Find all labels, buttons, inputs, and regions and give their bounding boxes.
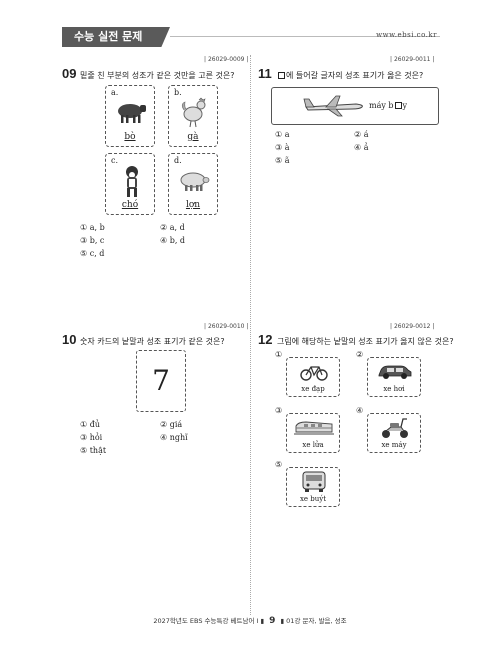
card-letter: d. (174, 156, 182, 165)
item-label: xe lửa (302, 441, 324, 449)
question-text: 숫자 카드의 낱말과 성조 표기가 같은 것은? (80, 337, 225, 346)
question-code: | 26029-0011 | (390, 56, 435, 63)
card-word: gà (187, 132, 199, 142)
question-text: 에 들어갈 글자의 성조 표기가 옳은 것은? (277, 70, 423, 81)
cow-icon (118, 104, 146, 123)
choice-4[interactable]: ④ nghĩ (160, 433, 188, 442)
page-number: 9 (269, 616, 276, 626)
choice-3[interactable]: ③ hỏi (80, 433, 103, 442)
choice-3[interactable]: ③ à (275, 143, 290, 152)
choice-5[interactable]: ⑤ ã (275, 156, 290, 165)
item-number: ② (356, 350, 364, 359)
bus-icon (302, 471, 326, 492)
item-number: ④ (356, 406, 364, 415)
rooster-icon (181, 97, 206, 128)
choice-2[interactable]: ② a, d (160, 223, 185, 232)
choice-5[interactable]: ⑤ c, d (80, 249, 105, 258)
item-card-4[interactable]: xe máy (367, 413, 421, 453)
pig-icon (180, 172, 210, 191)
card-letter: b. (174, 88, 182, 97)
site-url: www.ebsi.co.kr (376, 31, 437, 39)
choice-2[interactable]: ② giá (160, 420, 183, 429)
item-card-2[interactable]: xe hơi (367, 357, 421, 397)
card-word: lợn (185, 200, 201, 210)
choice-4[interactable]: ④ b, d (160, 236, 186, 245)
item-label: xe buýt (299, 495, 327, 503)
question-number: 10 (62, 332, 77, 347)
page-footer: 2027학년도 EBS 수능특강 베트남어 I ▮ 9 ▮ 01강 문자, 발음… (0, 615, 500, 626)
question-number: 12 (258, 332, 273, 347)
blank-box (394, 102, 402, 109)
section-tab: 수능 실전 문제 (62, 27, 170, 47)
card-c: c. chó (105, 153, 155, 215)
card-letter: a. (111, 88, 119, 97)
footer-chapter: 01강 문자, 발음, 성조 (286, 617, 347, 625)
card-d: d. lợn (168, 153, 218, 215)
header-rule (170, 36, 440, 37)
choice-4[interactable]: ④ ả (354, 143, 369, 152)
card-a: a. bò (105, 85, 155, 147)
choice-1[interactable]: ① đủ (80, 420, 100, 429)
dog-icon (126, 166, 138, 197)
item-card-1[interactable]: xe đạp (286, 357, 340, 397)
item-number: ⑤ (275, 460, 283, 469)
blank-box (278, 72, 285, 79)
question-text: 그림에 해당하는 낱말의 성조 표기가 옳지 않은 것은? (277, 337, 454, 346)
item-label: xe máy (381, 441, 407, 449)
car-icon (378, 365, 412, 379)
choice-3[interactable]: ③ b, c (80, 236, 105, 245)
item-card-3[interactable]: xe lửa (286, 413, 340, 453)
choice-5[interactable]: ⑤ thật (80, 446, 107, 455)
question-text: 밑줄 친 부분의 성조가 같은 것만을 고른 것은? (80, 71, 235, 80)
scooter-icon (382, 418, 408, 438)
item-number: ① (275, 350, 283, 359)
card-word: chó (121, 200, 139, 210)
column-divider (250, 55, 251, 615)
card-word: bò (124, 132, 136, 142)
item-number: ③ (275, 406, 283, 415)
footer-book-title: 2027학년도 EBS 수능특강 베트남어 I (153, 617, 259, 625)
question-code: | 26029-0012 | (390, 323, 435, 330)
footer-separator: ▮ (260, 617, 265, 625)
item-label: xe đạp (301, 385, 325, 393)
number-card: 7 (136, 350, 186, 412)
train-icon (294, 421, 334, 435)
choice-1[interactable]: ① a, b (80, 223, 105, 232)
airplane-icon (303, 95, 363, 117)
choice-1[interactable]: ① a (275, 130, 290, 139)
footer-separator: ▮ (280, 617, 285, 625)
header-bar: 수능 실전 문제 www.ebsi.co.kr (0, 27, 500, 47)
bicycle-icon (300, 366, 328, 381)
card-b: b. gà (168, 85, 218, 147)
item-label: xe hơi (383, 385, 405, 393)
choice-2[interactable]: ② á (354, 130, 369, 139)
item-card-5[interactable]: xe buýt (286, 467, 340, 507)
question-number: 09 (62, 66, 77, 81)
question-code: | 26029-0009 | (204, 56, 249, 63)
question-number: 11 (258, 66, 272, 81)
question-code: | 26029-0010 | (204, 323, 249, 330)
card-letter: c. (111, 156, 119, 165)
